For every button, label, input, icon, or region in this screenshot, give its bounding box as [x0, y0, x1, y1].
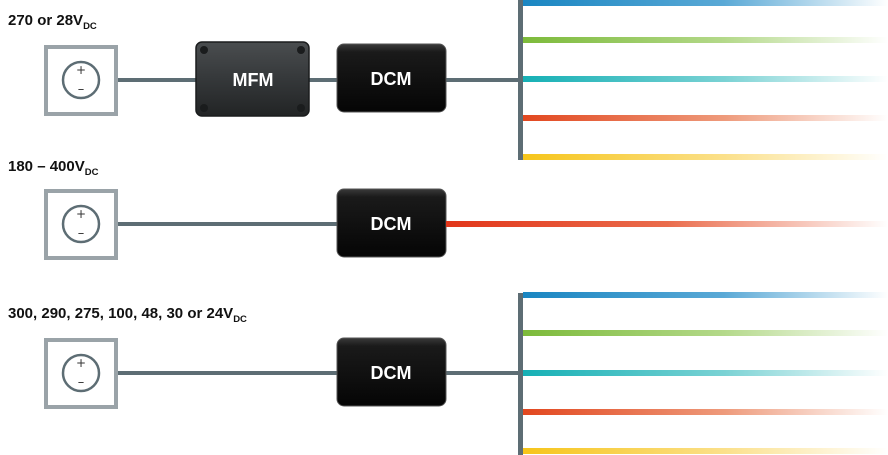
row-1-output-teal [523, 76, 888, 82]
plus-sign: + [76, 63, 86, 77]
dc-source-icon [61, 353, 101, 393]
row-1-output-bus [518, 0, 523, 160]
row-2-dcm-module: DCM [336, 188, 447, 258]
row-3-output-blue [523, 292, 888, 298]
plus-sign: + [76, 356, 86, 370]
minus-sign: – [78, 375, 85, 390]
plus-sign: + [76, 207, 86, 221]
dcm-label: DCM [371, 69, 412, 89]
row-3-output-green [523, 330, 888, 336]
row-1-dcm-module: DCM [336, 43, 447, 113]
row-1-mfm-module: MFM [195, 41, 310, 117]
row-3-output-bus [518, 293, 523, 455]
minus-sign: – [78, 226, 85, 241]
row-3: 300, 290, 275, 100, 48, 30 or 24VDC + – … [8, 292, 888, 455]
dcm-label: DCM [371, 363, 412, 383]
dc-source-icon [61, 60, 101, 100]
row-2-voltage-label: 180 – 400VDC [8, 158, 99, 178]
row-3-output-yellow [523, 448, 888, 454]
row-1-output-orange-red [523, 115, 888, 121]
row-3-dcm-module: DCM [336, 337, 447, 407]
row-1: 270 or 28VDC + – MFM DCM [8, 0, 888, 160]
row-1-output-yellow [523, 154, 888, 160]
row-1-output-green [523, 37, 888, 43]
dcm-label: DCM [371, 214, 412, 234]
row-2-output-red [446, 221, 888, 227]
row-1-voltage-source: + – [44, 45, 118, 116]
row-1-voltage-label: 270 or 28VDC [8, 12, 97, 32]
row-3-output-teal [523, 370, 888, 376]
minus-sign: – [78, 82, 85, 97]
row-2: 180 – 400VDC + – DCM [8, 158, 888, 260]
row-3-voltage-source: + – [44, 338, 118, 409]
row-2-voltage-source: + – [44, 189, 118, 260]
dc-source-icon [61, 204, 101, 244]
row-3-voltage-label: 300, 290, 275, 100, 48, 30 or 24VDC [8, 305, 247, 325]
row-3-output-orange-red [523, 409, 888, 415]
row-1-output-blue [523, 0, 888, 6]
mfm-label: MFM [233, 70, 274, 90]
